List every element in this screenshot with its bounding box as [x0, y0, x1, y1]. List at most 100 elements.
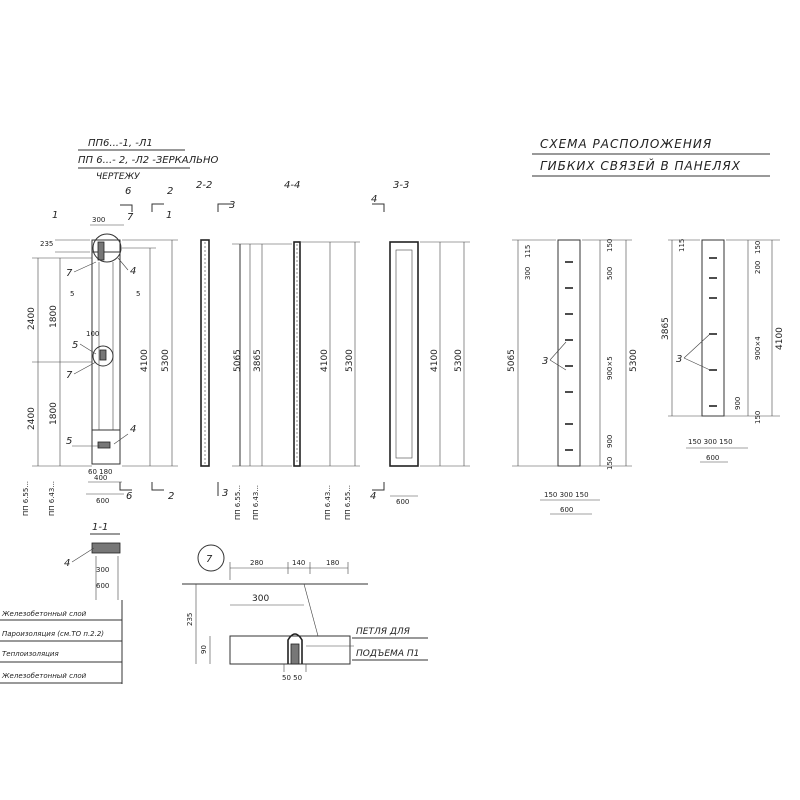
loop-label-1: ПЕТЛЯ ДЛЯ — [356, 627, 410, 637]
dim-5300-scheme: 5300 — [629, 349, 639, 372]
detail-7-marker — [197, 544, 225, 572]
dim-5065-scheme: 5065 — [507, 349, 517, 372]
cut-label-2-bottom: 2 — [168, 491, 174, 502]
scheme-title-line1: СХЕМА РАСПОЛОЖЕНИЯ — [540, 137, 712, 151]
cut-label-3-top: 3 — [229, 200, 235, 211]
detail-7-number: 7 — [206, 554, 213, 565]
cut-label-1-top: 1 — [52, 210, 58, 221]
dim-150-b-bot: 150 — [754, 411, 762, 424]
scheme-panel-5300 — [557, 239, 581, 467]
layer-4: Железобетонный слой — [1, 672, 87, 680]
mark-pp643-b: ПП 6.43... — [252, 485, 260, 520]
dim-4100-main: 4100 — [140, 349, 150, 372]
dim-115-b: 115 — [678, 239, 686, 252]
title-mark-1: ПП6...-1, -Л1 — [88, 138, 153, 149]
dim-90-detail: 90 — [200, 645, 208, 654]
dim-600-scheme-b: 600 — [706, 454, 719, 462]
dim-3865-scheme: 3865 — [661, 317, 671, 340]
dim-150-300-150-b: 150 300 150 — [688, 438, 733, 446]
mark-pp655-c: ПП 6.55... — [344, 485, 352, 520]
section-3-3-view — [389, 241, 419, 467]
cut-label-5-right: 5 — [136, 290, 140, 298]
title-mark-2: ПП 6...- 2, -Л2 -ЗЕРКАЛЬНО — [78, 155, 219, 166]
dim-600-bottom: 600 — [96, 497, 109, 505]
lifting-loop-detail — [287, 633, 303, 664]
cut-label-6-top: 6 — [125, 186, 131, 197]
dim-4100-scheme: 4100 — [775, 327, 785, 350]
dim-200-b: 200 — [754, 261, 762, 274]
dim-4100-44: 4100 — [320, 349, 330, 372]
dim-500-a: 500 — [606, 267, 614, 280]
dim-150-300-150-a: 150 300 150 — [544, 491, 589, 499]
dim-180: 180 — [326, 559, 339, 567]
dim-235: 235 — [40, 240, 53, 248]
dim-1800-upper: 1800 — [49, 305, 59, 328]
lifting-loop-top — [97, 241, 105, 261]
panel-front-view — [91, 239, 121, 465]
cut-label-4-top: 4 — [371, 194, 377, 205]
flex-ties-4100 — [709, 257, 717, 407]
dim-100-small: 100 — [86, 330, 99, 338]
dim-150-a-top: 150 — [606, 239, 614, 252]
dim-5300-44: 5300 — [345, 349, 355, 372]
detail-7-body — [229, 635, 351, 665]
dim-loop-bottom: 50 50 — [282, 674, 302, 682]
dim-4100-33: 4100 — [430, 349, 440, 372]
leader-5-low: 5 — [66, 436, 72, 447]
section-2-2-view — [200, 239, 210, 467]
dim-900-a: 900 — [606, 435, 614, 448]
title-mark-3: ЧЕРТЕЖУ — [96, 172, 140, 182]
dim-115-a: 115 — [524, 245, 532, 258]
leader-4-top: 4 — [130, 266, 136, 277]
dim-600-33: 600 — [396, 498, 409, 506]
dim-2400-lower: 2400 — [27, 407, 37, 430]
cut-mark-2 — [151, 203, 164, 212]
dim-3865-a: 3865 — [253, 349, 263, 372]
scheme-title-line2: ГИБКИХ СВЯЗЕЙ В ПАНЕЛЯХ — [540, 158, 741, 173]
dim-300-a: 300 — [524, 267, 532, 280]
cut-label-4-bottom: 4 — [370, 491, 376, 502]
leader-4-low: 4 — [130, 424, 136, 435]
scheme-panel-4100 — [701, 239, 725, 417]
section-title-1-1: 1-1 — [92, 522, 108, 533]
flex-ties-5300 — [565, 261, 573, 451]
section-title-3-3: 3-3 — [393, 180, 409, 191]
mark-pp643-left: ПП 6.43... — [48, 481, 56, 516]
dim-900x4: 900×4 — [754, 336, 762, 360]
cut-label-2-top: 2 — [167, 186, 173, 197]
dim-300-legend: 300 — [96, 566, 109, 574]
loop-label-2: ПОДЪЕМА П1 — [356, 649, 419, 659]
layer-3: Теплоизоляция — [2, 650, 59, 658]
dim-1800-lower: 1800 — [49, 402, 59, 425]
dim-5065-a: 5065 — [233, 349, 243, 372]
mark-pp655-b: ПП 6.55... — [234, 485, 242, 520]
dim-300-detail: 300 — [252, 594, 269, 604]
detail-7-callout — [92, 233, 122, 263]
leader-3-a: 3 — [542, 356, 548, 367]
dim-150-b-top: 150 — [754, 241, 762, 254]
dim-235-detail: 235 — [186, 613, 194, 626]
leader-7-low: 7 — [66, 370, 73, 381]
section-title-2-2: 2-2 — [196, 180, 212, 191]
dim-600-scheme-a: 600 — [560, 506, 573, 514]
cut-label-6-bottom: 6 — [126, 491, 132, 502]
dim-150-a-bot: 150 — [606, 457, 614, 470]
cut-label-3-bottom: 3 — [222, 488, 228, 499]
layer-legend-table: Железобетонный слой Пароизоляция (см.ТО … — [0, 600, 123, 684]
leader-7-top: 7 — [127, 212, 134, 223]
dim-900x5: 900×5 — [606, 356, 614, 380]
cut-mark-6 — [120, 204, 133, 212]
dim-400-bottom: 400 — [94, 474, 107, 482]
dim-bottom-small: 60 180 — [88, 468, 113, 476]
section-1-1-layers — [91, 542, 121, 554]
leader-4-legend: 4 — [64, 558, 70, 569]
mark-pp643-c: ПП 6.43... — [324, 485, 332, 520]
dim-900-b: 900 — [734, 397, 742, 410]
dim-140: 140 — [292, 559, 305, 567]
mark-pp655-left: ПП 6.55... — [22, 481, 30, 516]
layer-2: Пароизоляция (см.ТО п.2.2) — [2, 630, 104, 638]
dim-5300-main: 5300 — [161, 349, 171, 372]
leader-5: 5 — [72, 340, 78, 351]
